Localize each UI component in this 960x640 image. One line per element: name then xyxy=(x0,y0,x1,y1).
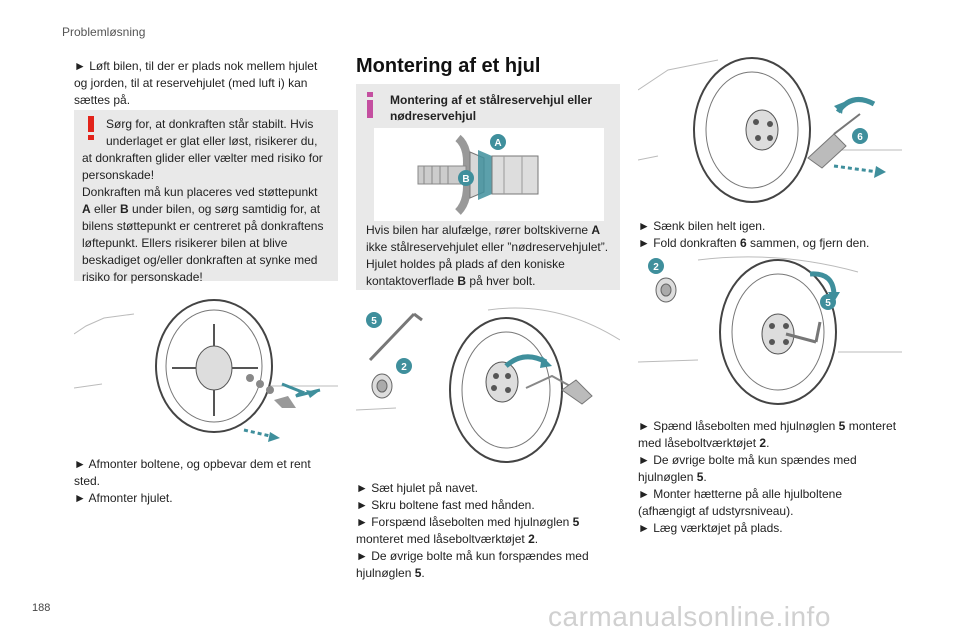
step-text: ► De øvrige bolte må kun spændes med xyxy=(638,453,857,467)
step-text: ► Sænk bilen helt igen. xyxy=(638,219,766,233)
svg-text:6: 6 xyxy=(857,132,863,143)
step-text: ► Afmonter hjulet. xyxy=(74,491,173,505)
warning-text: Donkraften må kun placeres ved støttepun… xyxy=(82,185,318,199)
step-text: ► Sæt hjulet på navet. xyxy=(356,481,478,495)
jack-folding-illustration: 6 xyxy=(638,50,902,208)
step-text: ► Skru boltene fast med hånden. xyxy=(356,498,535,512)
svg-text:2: 2 xyxy=(401,362,407,373)
step-text: ► Forspænd låsebolten med hjulnøglen 5 xyxy=(356,515,580,529)
warning-exclamation-icon xyxy=(88,116,94,140)
callout-b: B xyxy=(458,170,474,186)
step-text: med låseboltværktøjet 2. xyxy=(638,436,770,450)
step-text: ► Afmonter boltene, og opbevar dem et re… xyxy=(74,457,311,471)
bolt-detail-illustration: A B xyxy=(374,128,604,221)
warning-text: Sørg for, at donkraften står stabilt. Hv… xyxy=(106,117,314,131)
step-remove-bolts: ► Afmonter boltene, og opbevar dem et re… xyxy=(74,456,344,507)
svg-text:A: A xyxy=(494,138,501,149)
svg-text:2: 2 xyxy=(653,262,659,273)
callout-5: 5 xyxy=(820,294,836,310)
step-text: ► Spænd låsebolten med hjulnøglen 5 mont… xyxy=(638,419,897,433)
wheel-mounting-illustration: 5 2 xyxy=(356,300,620,468)
bolt-tightening-illustration: 2 5 xyxy=(638,252,902,408)
callout-5: 5 xyxy=(366,312,382,328)
callout-a: A xyxy=(490,134,506,150)
warning-text: risiko for personskade! xyxy=(82,270,203,284)
warning-text: at donkraften glider eller vælter med ri… xyxy=(82,151,323,165)
step-text: ► Monter hætterne på alle hjulboltene xyxy=(638,487,842,501)
steps-mount-wheel: ► Sæt hjulet på navet. ► Skru boltene fa… xyxy=(356,480,620,582)
step-text: monteret med låseboltværktøjet 2. xyxy=(356,532,539,546)
page-number: 188 xyxy=(32,602,51,614)
step-text: og jorden, til at reservehjulet (med luf… xyxy=(74,76,308,90)
section-title: Montering af et hjul xyxy=(356,55,541,77)
info-title: Montering af et stålreservehjul eller nø… xyxy=(390,93,593,123)
wheel-removal-illustration xyxy=(74,296,338,448)
info-icon xyxy=(367,92,373,118)
warning-text: A eller B under bilen, og sørg samtidig … xyxy=(82,202,321,216)
step-text: hjulnøglen 5. xyxy=(638,470,707,484)
warning-text: løftepunkt. Ellers risikerer bilen at bl… xyxy=(82,236,288,250)
step-text: (afhængigt af udstyrsniveau). xyxy=(638,504,794,518)
warning-text: beskadiget og/eller donkraften at synke … xyxy=(82,253,318,267)
step-text: ► De øvrige bolte må kun forspændes med xyxy=(356,549,589,563)
svg-text:5: 5 xyxy=(371,316,377,327)
step-text: ► Løft bilen, til der er plads nok melle… xyxy=(74,59,318,73)
steps-tighten-bolts: ► Spænd låsebolten med hjulnøglen 5 mont… xyxy=(638,418,908,537)
steps-lower-car: ► Sænk bilen helt igen. ► Fold donkrafte… xyxy=(638,218,902,252)
step-text: hjulnøglen 5. xyxy=(356,566,425,580)
warning-text: underlaget er glat eller løst, risikerer… xyxy=(106,134,318,148)
callout-6: 6 xyxy=(852,128,868,144)
svg-text:B: B xyxy=(462,174,469,185)
info-box: Montering af et stålreservehjul eller nø… xyxy=(356,84,620,290)
running-header: Problemløsning xyxy=(62,25,146,39)
callout-2: 2 xyxy=(648,258,664,274)
step-text: ► Fold donkraften 6 sammen, og fjern den… xyxy=(638,236,870,250)
step-text: sted. xyxy=(74,474,101,488)
step-lift-car: ► Løft bilen, til der er plads nok melle… xyxy=(74,58,344,109)
callout-2: 2 xyxy=(396,358,412,374)
info-text: Hvis bilen har alufælge, rører boltskive… xyxy=(366,223,609,288)
svg-text:5: 5 xyxy=(825,298,831,309)
warning-text: bilens støttepunkt er centreret på donkr… xyxy=(82,219,324,233)
step-text: ► Læg værktøjet på plads. xyxy=(638,521,783,535)
watermark: carmanualsonline.info xyxy=(548,601,831,632)
step-text: sættes på. xyxy=(74,93,131,107)
warning-box: Sørg for, at donkraften står stabilt. Hv… xyxy=(74,110,338,284)
warning-text: personskade! xyxy=(82,168,155,182)
